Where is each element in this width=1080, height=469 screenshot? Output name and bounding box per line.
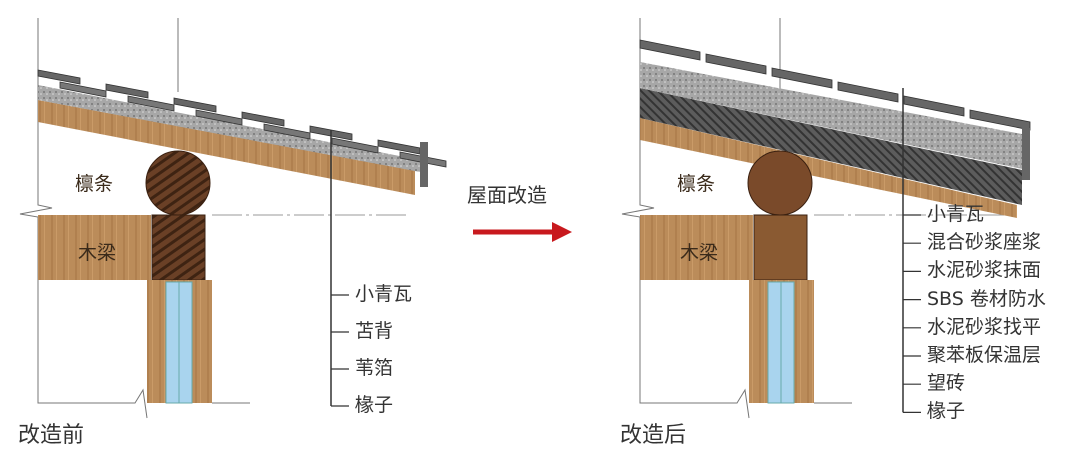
caption-after: 改造后 [620,423,687,448]
tile [241,111,285,127]
beam-label-before: 木梁 [78,242,117,264]
purlin-label-before: 檩条 [75,173,114,195]
arrow-label: 屋面改造 [467,183,547,207]
tile [903,95,965,117]
tile [195,109,243,126]
tile [59,81,107,98]
layer-label: 水泥砂浆找平 [927,315,1042,338]
beam-section [151,214,206,281]
tile [263,123,311,140]
tile [331,137,379,154]
tile [37,69,81,85]
purlin [145,150,211,216]
layer-label: SBS 卷材防水 [927,287,1046,310]
tile [173,97,217,113]
beam-label-after: 木梁 [680,242,719,264]
tile [705,53,767,75]
beam [640,215,753,280]
tile [771,67,833,89]
beam-section [753,214,808,281]
beam [38,215,151,280]
layer-label: 小青瓦 [927,203,985,225]
caption-before: 改造前 [18,423,85,448]
purlin-label-after: 檩条 [677,173,716,195]
purlin [747,150,813,216]
layer-label: 聚苯板保温层 [927,344,1042,366]
layer-label: 望砖 [927,372,966,395]
rafter [640,118,1017,218]
mortar-layers [640,62,1027,170]
eave-tile [420,142,428,187]
layer-label: 混合砂浆座浆 [927,231,1042,254]
tile [837,81,899,103]
tile [127,95,175,112]
layer-label: 苫背 [355,320,394,342]
tile [377,139,421,155]
layer-label: 椽子 [355,394,394,416]
tile [639,39,701,61]
layer-label: 椽子 [927,400,966,423]
layer-label: 小青瓦 [355,283,413,305]
arrow-head-icon [552,222,572,242]
rafter [38,100,415,195]
layer-label: 苇箔 [355,357,394,379]
layer-label: 水泥砂浆抹面 [927,259,1042,282]
mortar-layer [38,85,420,172]
brick-layer [640,88,1022,205]
tile [105,83,149,99]
eave-tile [1022,128,1030,180]
